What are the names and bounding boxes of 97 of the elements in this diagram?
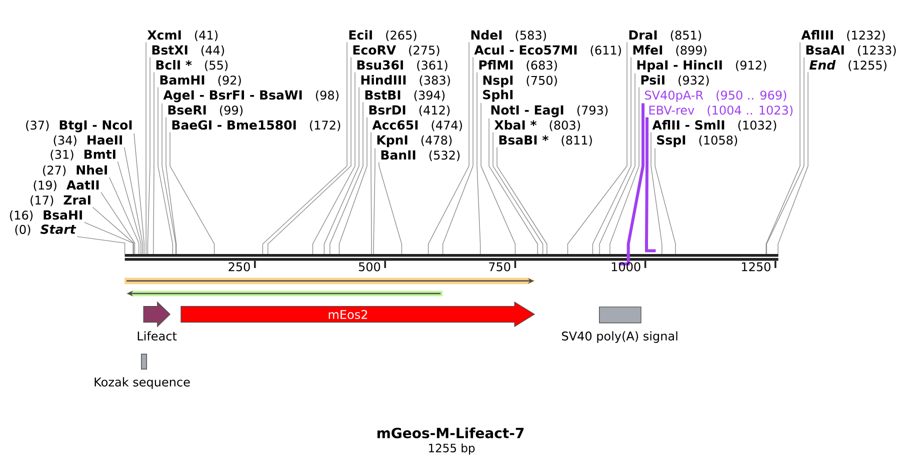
enzyme-label: BclI * (55) — [156, 60, 228, 72]
caption: 1255 bp — [429, 443, 475, 455]
enzyme-label: AflII - SmlI (1032) — [652, 120, 776, 132]
leader-line — [76, 236, 126, 254]
leader-line — [618, 103, 644, 266]
leader-line — [338, 116, 368, 254]
leader-line — [650, 132, 662, 254]
enzyme-label: HpaI - HincII (912) — [637, 60, 766, 72]
enzyme-label: DraI (851) — [629, 30, 702, 42]
leader-line — [766, 42, 800, 254]
enzyme-label: (0) Start — [15, 224, 76, 236]
leader-line — [100, 192, 136, 254]
enzyme-label: AcuI - Eco57MI (611) — [474, 45, 621, 56]
enzyme-label: BseRI (99) — [168, 105, 243, 116]
enzyme-label: PflMI (683) — [479, 60, 557, 72]
leader-line — [117, 161, 142, 254]
enzyme-label: KpnI (478) — [377, 135, 452, 148]
enzyme-label: NspI (750) SphI — [483, 76, 557, 102]
enzyme-label: BsaBI * (811) — [499, 135, 592, 146]
leader-line — [610, 86, 640, 254]
enzyme-label: HindIII (383) — [361, 75, 450, 86]
tick-label: 750 — [489, 262, 510, 272]
enzyme-label: (34) HaeII — [54, 135, 122, 146]
leader-line — [330, 102, 364, 254]
tick-label: 250 — [228, 262, 250, 272]
enzyme-label: SspI (1058) — [657, 135, 738, 148]
leader-line — [324, 86, 360, 254]
leader-line — [166, 116, 177, 254]
primer-label: SV40pA-R (950 .. 969) — [645, 90, 786, 102]
enzyme-label: NdeI (583) — [471, 30, 546, 42]
feature-label: SV40 poly(A) signal — [562, 331, 678, 343]
leader-line — [373, 148, 376, 254]
primer-label: EBV-rev (1004 .. 1023) — [649, 105, 793, 116]
leader-line — [158, 86, 174, 254]
leader-line — [84, 222, 134, 254]
leader-line — [268, 56, 352, 254]
leader-line — [262, 42, 348, 254]
enzyme-label: BamHI (92) — [160, 75, 241, 86]
enzyme-label: (19) AatII — [34, 180, 99, 192]
enzyme-label: NotI - EagI (793) — [491, 105, 608, 118]
enzyme-label: EciI (265) — [349, 30, 416, 42]
feature-label: Kozak sequence — [94, 377, 190, 389]
enzyme-label: BanII (532) — [381, 150, 460, 162]
enzyme-label: AflIII (1232) — [801, 30, 885, 42]
enzyme-label: (27) NheI — [43, 165, 107, 176]
leader-line — [492, 132, 544, 254]
enzyme-label: BsrDI (412) — [369, 105, 450, 116]
enzyme-label: (31) BmtI — [50, 150, 116, 160]
enzyme-label: BaeGI - Bme1580I (172) — [172, 120, 340, 132]
leader-line — [496, 146, 548, 254]
dna-backbone — [124, 254, 778, 261]
enzyme-label: Acc65I (474) — [372, 120, 462, 132]
leader-line — [766, 56, 804, 254]
enzyme-label: BstXI (44) — [152, 45, 224, 56]
leader-line — [108, 176, 140, 254]
leader-line — [134, 133, 144, 254]
feature-block: mEos2 — [180, 301, 536, 328]
enzyme-label: (17) ZraI — [30, 195, 90, 206]
enzyme-label: XcmI (41) — [147, 30, 218, 42]
enzyme-label: PsiI (932) — [641, 75, 709, 86]
tick-label: 1000 — [612, 262, 640, 272]
leader-line — [378, 162, 402, 254]
leader-line — [153, 72, 154, 254]
feature-label: Lifeact — [138, 331, 177, 341]
leader-line — [592, 56, 632, 254]
enzyme-label: (16) BsaHI — [10, 210, 82, 222]
leader-line — [162, 103, 176, 254]
leader-line — [476, 72, 481, 254]
enzyme-label: XbaI * (803) — [494, 120, 580, 132]
enzyme-label: BstBI (394) — [365, 90, 445, 102]
enzyme-label: End (1255) — [809, 60, 886, 72]
tick-label: 1250 — [742, 262, 770, 272]
leader-line — [312, 72, 356, 254]
leader-line — [428, 42, 470, 254]
orf-bar — [124, 278, 536, 284]
enzyme-label: (37) BtgI - NcoI — [26, 120, 132, 132]
leader-line — [654, 148, 676, 254]
leader-line — [370, 132, 372, 254]
enzyme-label: AgeI - BsrFI - BsaWI (98) — [163, 90, 338, 102]
enzyme-label: BsaAI (1233) — [806, 45, 896, 56]
leader-line — [480, 102, 516, 254]
leader-line — [124, 146, 143, 254]
leader-line — [599, 72, 636, 254]
leader-line — [92, 206, 134, 254]
leader-line — [170, 132, 215, 254]
tick-label: 500 — [358, 262, 380, 272]
leader-line — [147, 56, 150, 254]
title: mGeos-M-Lifeact-7 — [377, 427, 524, 438]
leader-line — [778, 72, 808, 254]
leader-line — [645, 117, 656, 252]
leader-line — [442, 56, 474, 254]
leader-line — [488, 118, 538, 254]
orf-bar — [126, 290, 443, 296]
leader-line — [567, 42, 628, 254]
enzyme-label: EcoRV (275) — [353, 45, 440, 56]
enzyme-label: MfeI (899) — [633, 45, 706, 56]
enzyme-label: Bsu36I (361) — [357, 60, 448, 72]
